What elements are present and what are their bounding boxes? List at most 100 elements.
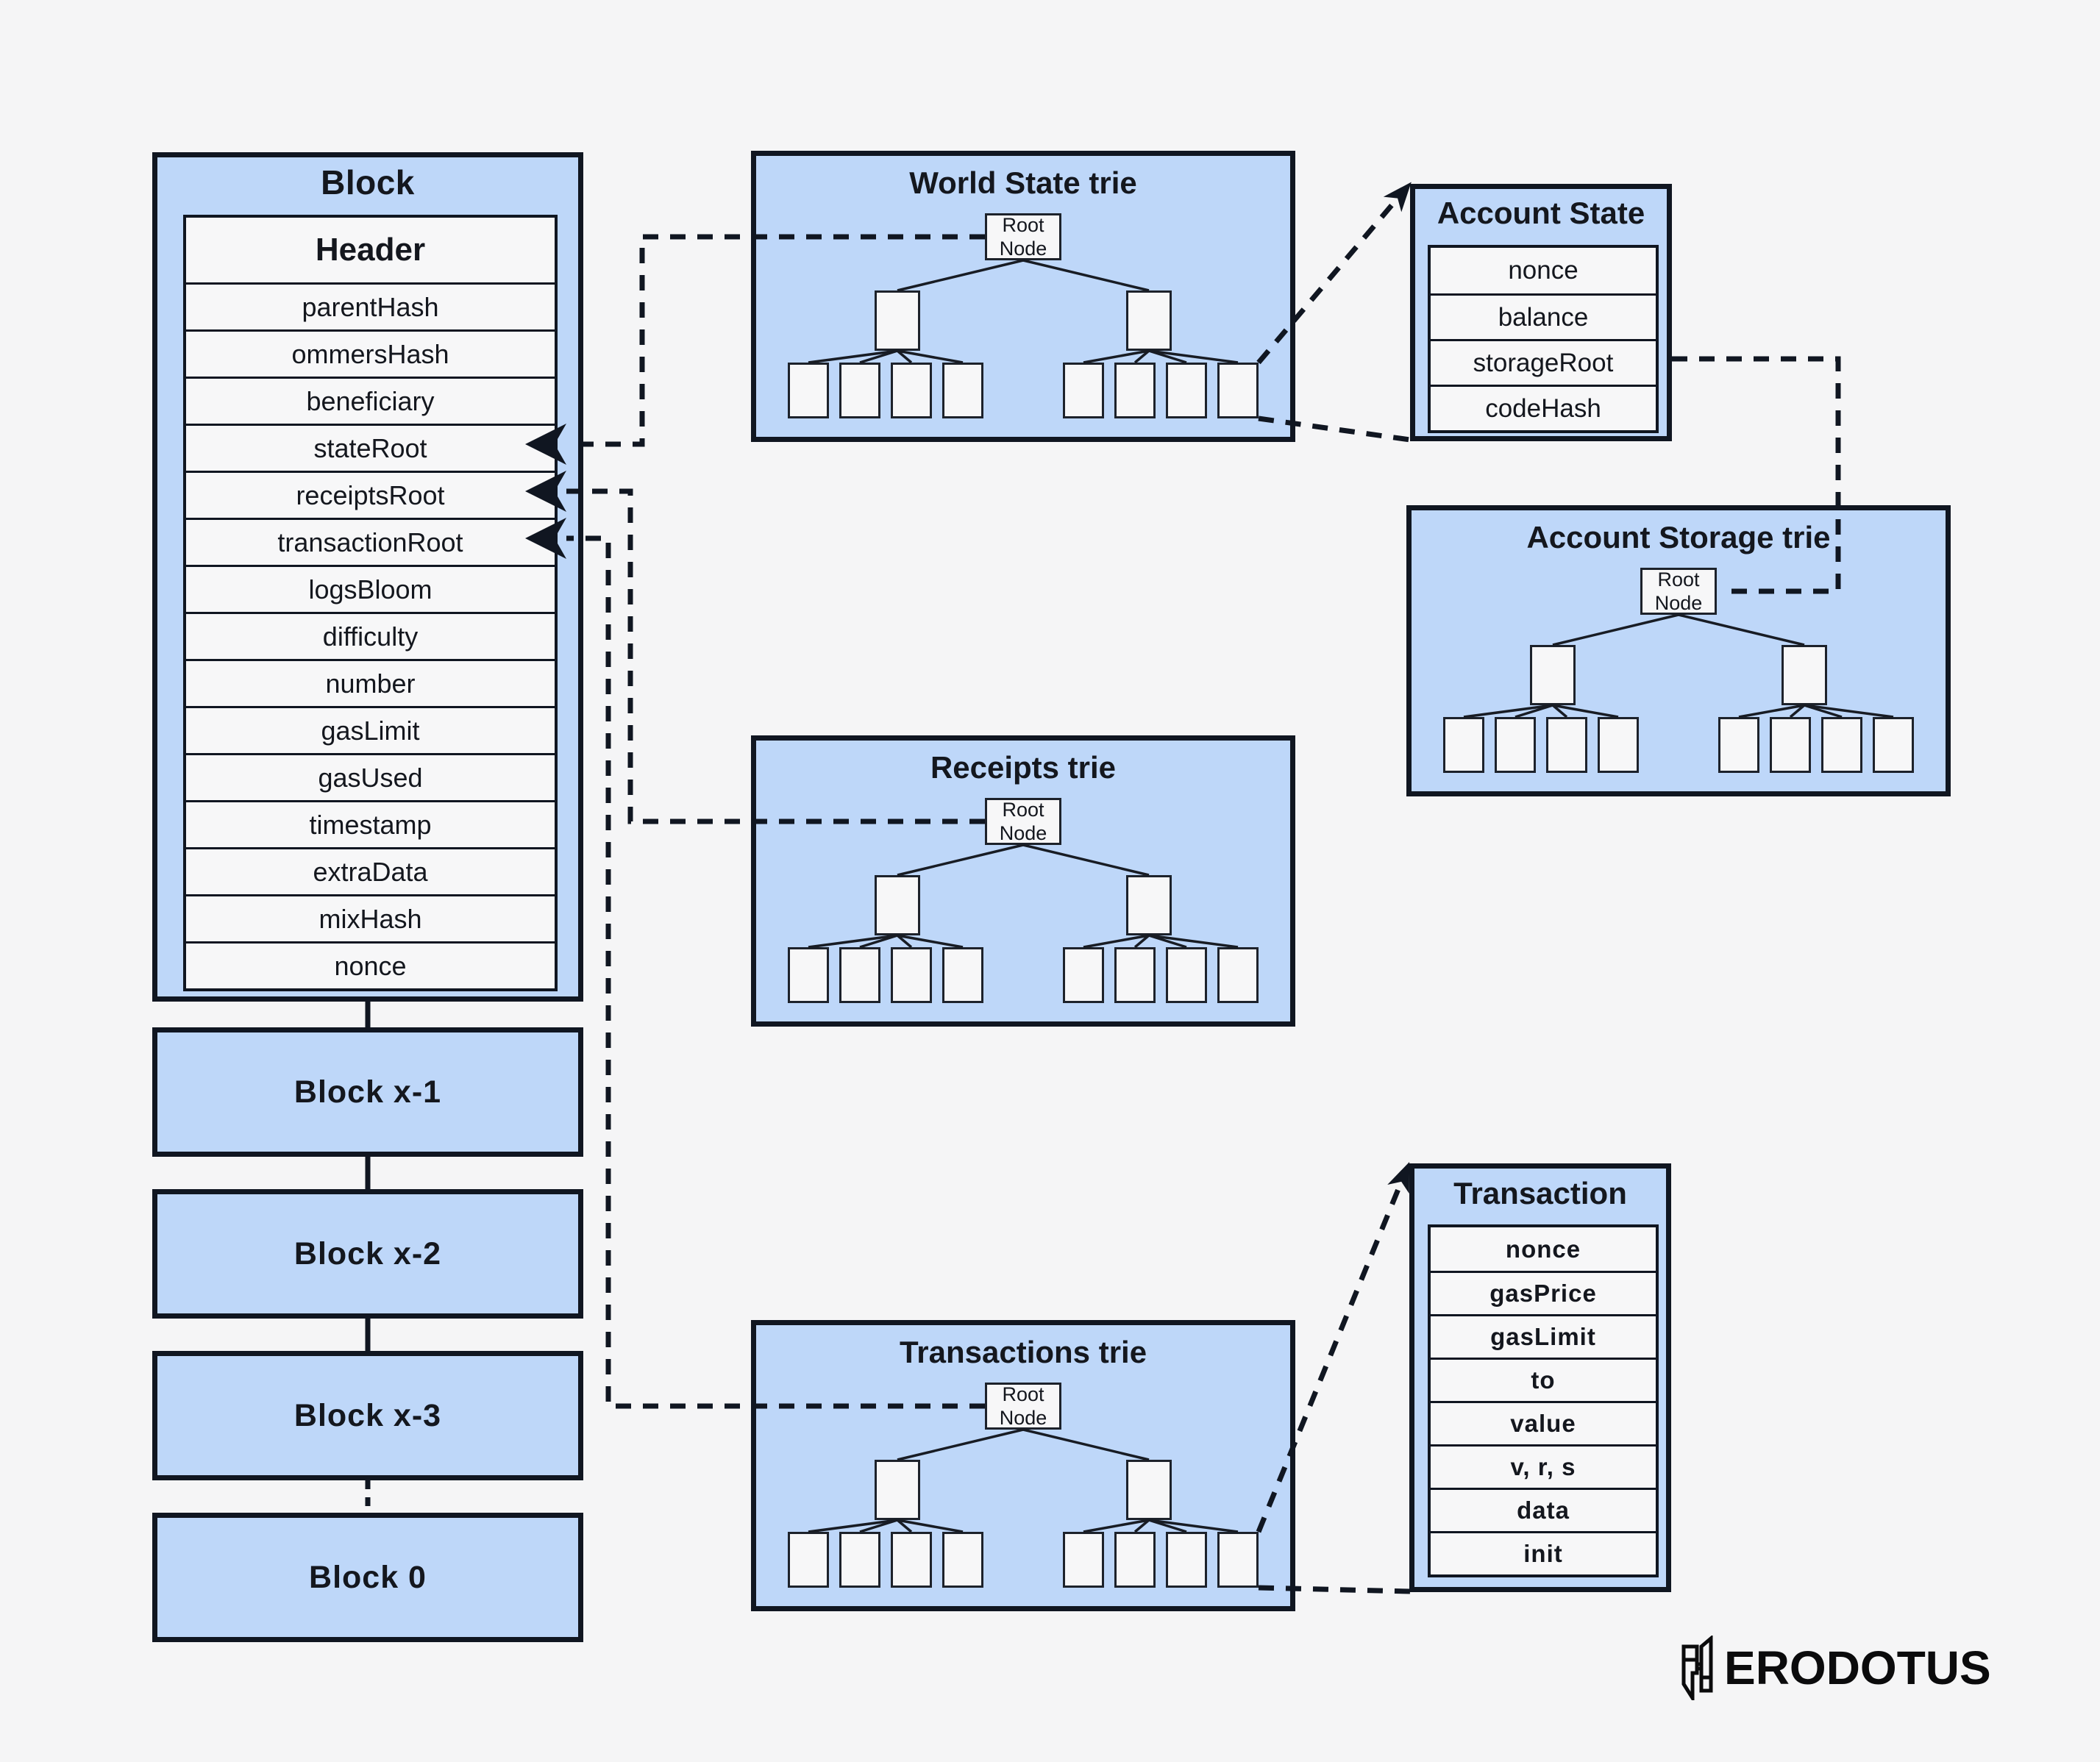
account-storage-trie-leaf-node-7: [1821, 717, 1862, 773]
block-field-parenthash: parentHash: [186, 282, 555, 329]
transactions-trie-leaf-node-6: [1114, 1532, 1156, 1588]
receipts-trie-leaf-node-2: [839, 947, 880, 1003]
receipts-trie-leaf-node-4: [942, 947, 983, 1003]
world-state-trie-leaf-node-2: [839, 363, 880, 418]
account-storage-trie-title: Account Storage trie: [1526, 520, 1831, 554]
block-field-timestamp: timestamp: [186, 800, 555, 847]
block-field-receiptsroot: receiptsRoot: [186, 471, 555, 518]
chain-block-0: Block 0: [152, 1513, 583, 1642]
receipts-trie-root-node: Root Node: [985, 798, 1061, 845]
transactions-trie-title: Transactions trie: [899, 1335, 1147, 1369]
block-field-logsbloom: logsBloom: [186, 565, 555, 612]
world-state-trie-root-node: Root Node: [985, 213, 1061, 260]
chain-block-x3: Block x-3: [152, 1351, 583, 1480]
transaction-field-gasprice: gasPrice: [1431, 1271, 1656, 1314]
world-state-trie-leaf-node-7: [1166, 363, 1207, 418]
receipts-trie-leaf-node-3: [891, 947, 932, 1003]
account-state-field-balance: balance: [1431, 293, 1656, 339]
block-field-gasused: gasUsed: [186, 753, 555, 800]
block-field-extradata: extraData: [186, 847, 555, 894]
receipts-trie-leaf-node-1: [788, 947, 829, 1003]
block-field-difficulty: difficulty: [186, 612, 555, 659]
world-state-trie-leaf-node-5: [1063, 363, 1104, 418]
account-storage-trie-leaf-node-4: [1598, 717, 1639, 773]
herodotus-wordmark: ERODOTUS: [1724, 1641, 1991, 1694]
block-header-row: Header: [315, 232, 426, 268]
world-state-trie-leaf-node-4: [942, 363, 983, 418]
account-state-field-nonce: nonce: [1508, 256, 1578, 285]
transactions-trie-leaf-node-2: [839, 1532, 880, 1588]
account-storage-trie-panel: Account Storage trie Root Node: [1406, 505, 1951, 796]
transactions-trie-leaf-node-5: [1063, 1532, 1104, 1588]
account-storage-trie-root-node: Root Node: [1640, 568, 1717, 615]
account-storage-trie-leaf-node-8: [1873, 717, 1914, 773]
block-field-mixhash: mixHash: [186, 894, 555, 941]
chain-block-x2-label: Block x-2: [293, 1235, 442, 1271]
transaction-field-gaslimit: gasLimit: [1431, 1314, 1656, 1358]
account-storage-trie-leaf-node-5: [1718, 717, 1759, 773]
world-state-trie-branch-node-1: [875, 290, 920, 351]
transaction-field-init: init: [1431, 1531, 1656, 1574]
receipts-trie-title: Receipts trie: [930, 750, 1117, 785]
block-panel-title: Block: [321, 163, 415, 201]
account-storage-trie-leaf-node-6: [1770, 717, 1811, 773]
chain-block-x3-label: Block x-3: [293, 1397, 442, 1433]
block-field-ommershash: ommersHash: [186, 329, 555, 377]
receipts-trie-leaf-node-5: [1063, 947, 1104, 1003]
account-storage-trie-branch-node-2: [1782, 645, 1827, 705]
world-state-trie-title: World State trie: [909, 165, 1137, 200]
transaction-field-value: value: [1431, 1401, 1656, 1444]
world-state-trie-leaf-node-8: [1217, 363, 1259, 418]
chain-block-x2: Block x-2: [152, 1189, 583, 1319]
receipts-trie-branch-node-1: [875, 875, 920, 935]
herodotus-logo: ERODOTUS: [1677, 1636, 1991, 1700]
block-field-nonce: nonce: [186, 941, 555, 988]
account-storage-trie-branch-node-1: [1530, 645, 1576, 705]
receipts-trie-leaf-node-7: [1166, 947, 1207, 1003]
herodotus-h-icon: [1681, 1636, 1713, 1700]
transactions-trie-root-node: Root Node: [985, 1383, 1061, 1430]
account-state-field-storageroot: storageRoot: [1431, 339, 1656, 385]
transactions-trie-leaf-node-4: [942, 1532, 983, 1588]
transactions-trie-panel: Transactions trie Root Node: [751, 1320, 1295, 1611]
chain-block-x1: Block x-1: [152, 1027, 583, 1157]
block-field-transactionroot: transactionRoot: [186, 518, 555, 565]
transactions-trie-leaf-node-1: [788, 1532, 829, 1588]
account-state-field-codehash: codeHash: [1431, 385, 1656, 430]
transactions-trie-branch-node-2: [1126, 1460, 1172, 1520]
receipts-trie-branch-node-2: [1126, 875, 1172, 935]
transaction-field-v-r-s: v, r, s: [1431, 1444, 1656, 1488]
transaction-field-to: to: [1431, 1358, 1656, 1401]
transaction-title: Transaction: [1453, 1176, 1627, 1210]
world-state-trie-leaf-node-6: [1114, 363, 1156, 418]
world-state-trie-leaf-node-3: [891, 363, 932, 418]
transactions-trie-leaf-node-7: [1166, 1532, 1207, 1588]
account-storage-trie-leaf-node-3: [1546, 717, 1587, 773]
chain-block-0-label: Block 0: [309, 1559, 427, 1595]
block-field-stateroot: stateRoot: [186, 424, 555, 471]
block-field-beneficiary: beneficiary: [186, 377, 555, 424]
transactions-trie-branch-node-1: [875, 1460, 920, 1520]
transactions-trie-leaf-node-8: [1217, 1532, 1259, 1588]
receipts-trie-panel: Receipts trie Root Node: [751, 735, 1295, 1027]
world-state-trie-panel: World State trie Root Node: [751, 151, 1295, 442]
transaction-field-nonce: nonce: [1505, 1235, 1581, 1263]
world-state-trie-leaf-node-1: [788, 363, 829, 418]
receipts-trie-leaf-node-6: [1114, 947, 1156, 1003]
chain-block-x1-label: Block x-1: [293, 1074, 442, 1110]
transactions-trie-leaf-node-3: [891, 1532, 932, 1588]
block-field-number: number: [186, 659, 555, 706]
transaction-field-data: data: [1431, 1488, 1656, 1531]
account-state-title: Account State: [1437, 196, 1645, 230]
account-storage-trie-leaf-node-1: [1443, 717, 1484, 773]
block-field-gaslimit: gasLimit: [186, 706, 555, 753]
world-state-trie-branch-node-2: [1126, 290, 1172, 351]
account-storage-trie-leaf-node-2: [1495, 717, 1536, 773]
receipts-trie-leaf-node-8: [1217, 947, 1259, 1003]
